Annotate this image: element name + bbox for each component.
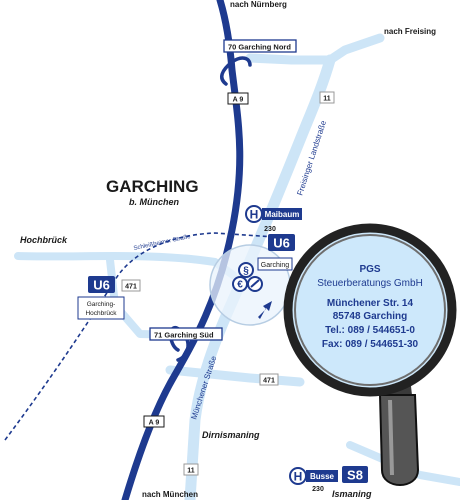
shield-route-471-west: 471 [121, 279, 141, 292]
magnifier-grip [378, 394, 420, 486]
label-schleissheimer-strasse: Schleißheimer Straße [133, 234, 192, 252]
shield-route-11-north: 11 [319, 91, 335, 104]
road-schleissheimer-strasse [14, 252, 237, 279]
label-nach-nuernberg: nach Nürnberg [230, 0, 287, 9]
label-garching-town: GARCHING [106, 177, 199, 196]
shield-route-11-south: 11 [183, 463, 199, 476]
up-right-arrow-icon [258, 301, 272, 319]
company-tel: Tel.: 089 / 544651-0 [325, 325, 415, 336]
label-dirnismaning: Dirnismaning [202, 430, 260, 440]
maibaum-h: H [250, 208, 259, 222]
road-471-east [165, 365, 305, 387]
magnifier-lens [283, 223, 457, 397]
u6-west-station-line2: Hochbrück [85, 310, 117, 317]
busse-line: 230 [312, 486, 324, 493]
company-city: 85748 Garching [333, 311, 407, 322]
stop-u6-hochbrueck: U6 Garching- Hochbrück [77, 276, 125, 320]
svg-text:§: § [243, 266, 249, 277]
company-fax: Fax: 089 / 544651-30 [322, 339, 419, 350]
route-471-east-label: 471 [263, 378, 275, 385]
office-icons: § € [232, 262, 272, 319]
label-garching-sub: b. München [129, 197, 179, 207]
road-to-freising [325, 33, 385, 65]
maibaum-line: 230 [264, 226, 276, 233]
shield-exit-70: 70 Garching Nord [223, 39, 297, 53]
shield-exit-71: 71 Garching Süd [149, 327, 223, 341]
company-street: Münchener Str. 14 [327, 298, 414, 309]
route-11-north-label: 11 [323, 96, 331, 103]
company-info: PGS Steuerberatungs GmbH Münchener Str. … [317, 264, 423, 350]
u6-west-label: U6 [93, 278, 110, 293]
label-nach-muenchen: nach München [142, 490, 198, 499]
route-471-west-label: 471 [125, 284, 137, 291]
exit-70-label: 70 Garching Nord [228, 43, 291, 52]
svg-text:€: € [237, 280, 243, 291]
shield-route-471-east: 471 [259, 373, 279, 386]
label-hochbrueck: Hochbrück [20, 235, 68, 245]
a9-south-label: A 9 [149, 420, 160, 427]
interchange-north-ramp-east [230, 56, 252, 67]
stop-u6-garching: U6 Garching [257, 234, 295, 271]
road-north-link [245, 53, 335, 65]
stop-busse-s8: H Busse 230 S8 [289, 466, 368, 493]
busse-name: Busse [310, 472, 335, 481]
busse-h: H [294, 470, 303, 484]
u6-east-label: U6 [273, 236, 290, 251]
company-subtitle: Steuerberatungs GmbH [317, 278, 423, 289]
shield-a9-south: A 9 [143, 415, 165, 428]
maibaum-name: Maibaum [265, 210, 300, 219]
s8-label: S8 [347, 468, 363, 483]
road-to-ismaning [346, 441, 460, 486]
interchange-north-ramp-west [220, 60, 234, 86]
stop-maibaum: H Maibaum 230 [245, 205, 302, 233]
a9-north-label: A 9 [233, 97, 244, 104]
garching-small-label: Garching [261, 262, 290, 269]
u6-west-station-line1: Garching- [87, 301, 116, 308]
shield-a9-north: A 9 [227, 92, 249, 105]
paragraph-icon [238, 262, 254, 278]
exit-71-label: 71 Garching Süd [154, 331, 214, 340]
label-ismaning: Ismaning [332, 489, 372, 499]
route-11-south-label: 11 [187, 468, 195, 475]
company-name: PGS [359, 264, 380, 275]
label-nach-freising: nach Freising [384, 27, 436, 36]
